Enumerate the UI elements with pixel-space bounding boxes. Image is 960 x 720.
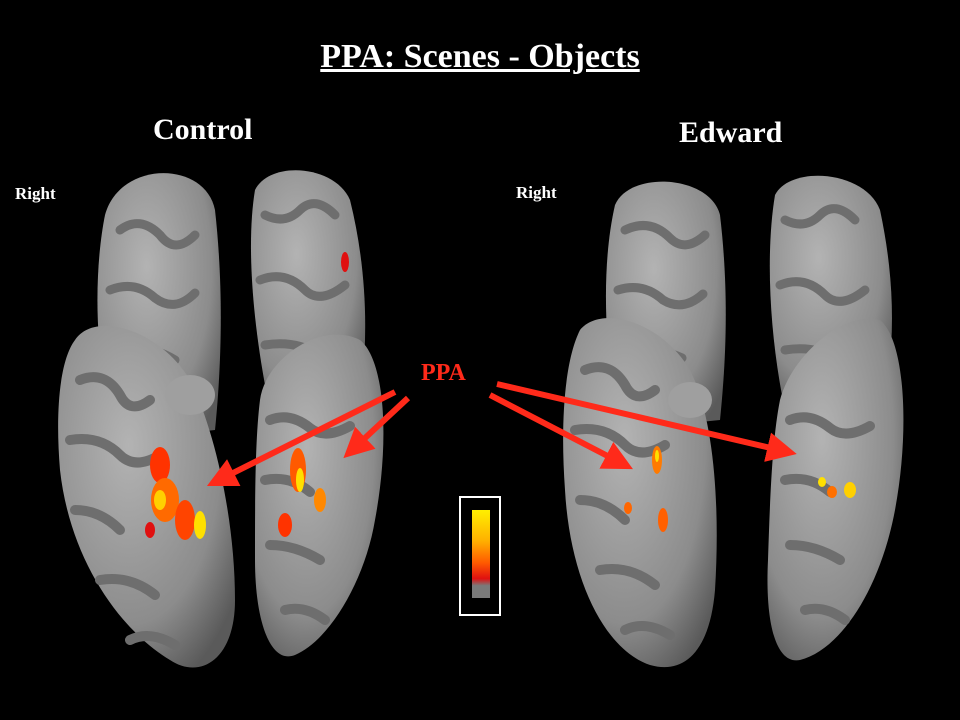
panel-label-edward: Edward xyxy=(679,116,783,149)
control-left-hemisphere xyxy=(58,173,235,668)
hemisphere-label-edward: Right xyxy=(516,183,557,202)
colorbar-gradient xyxy=(472,510,490,598)
colorbar xyxy=(459,496,501,616)
slide-title: PPA: Scenes - Objects xyxy=(320,38,640,75)
ppa-label: PPA xyxy=(421,360,466,386)
activation-edward-right xyxy=(818,477,856,498)
panel-label-control: Control xyxy=(153,113,253,146)
edward-left-hemisphere xyxy=(563,181,726,668)
edward-right-hemisphere xyxy=(767,175,904,661)
hemisphere-label-control: Right xyxy=(15,184,56,203)
control-right-hemisphere xyxy=(250,170,384,657)
activation-control-left xyxy=(145,447,206,540)
